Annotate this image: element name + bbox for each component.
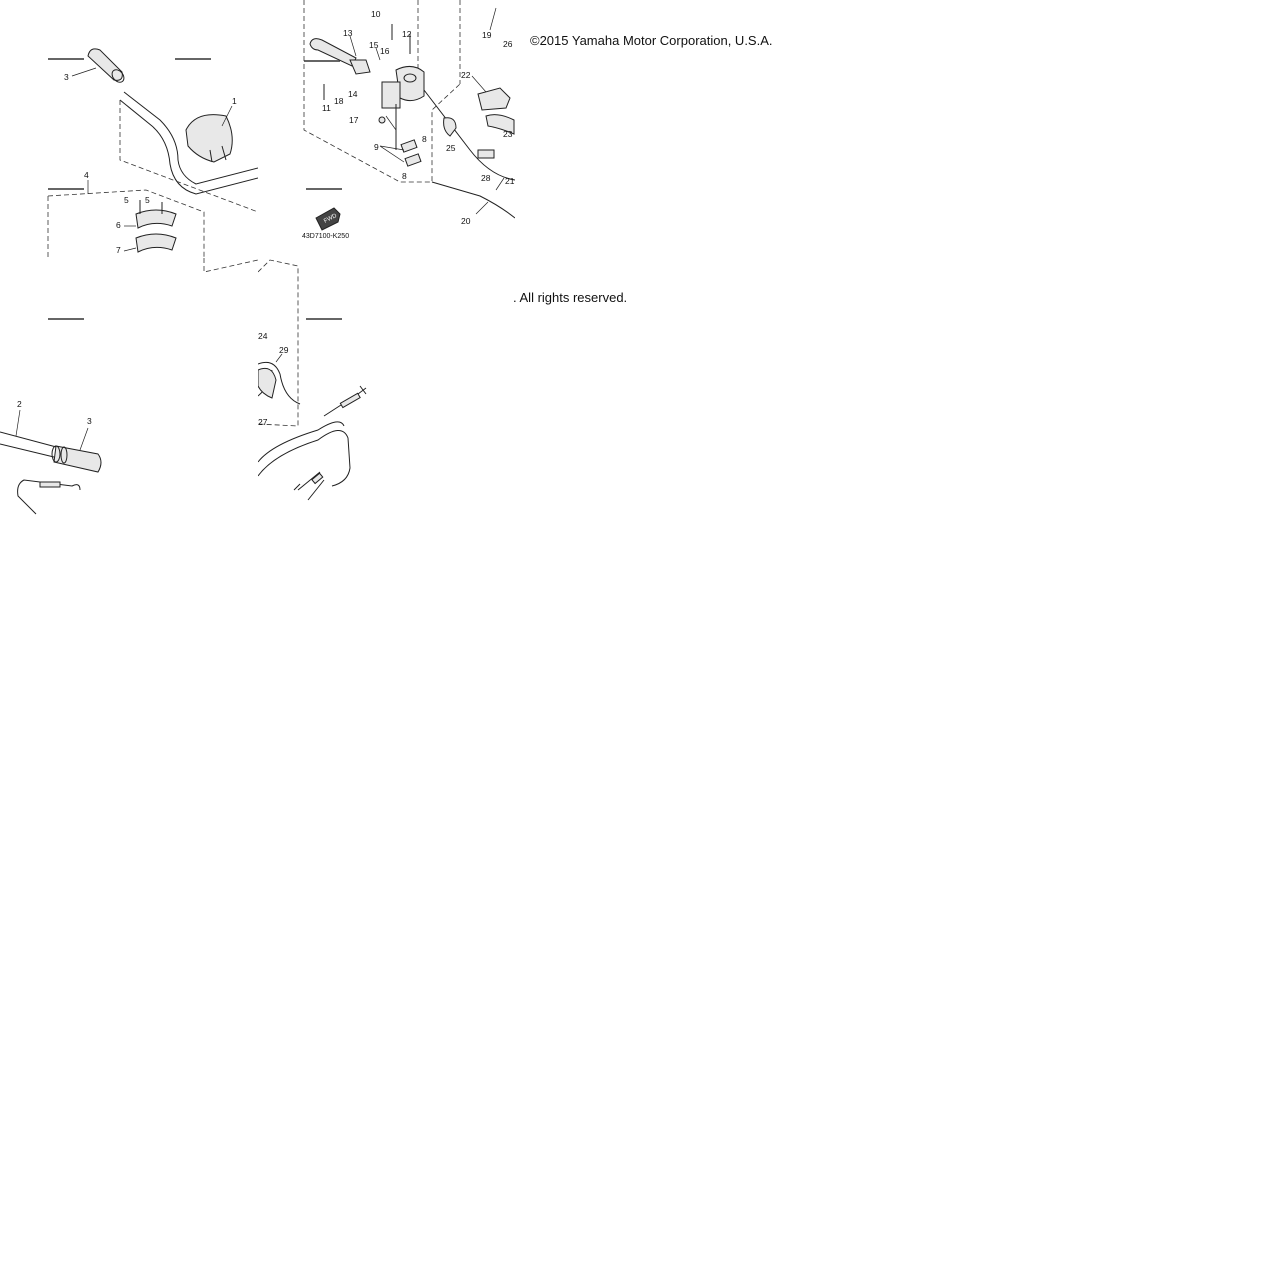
leader-line bbox=[385, 115, 397, 131]
watermark-mark bbox=[48, 318, 84, 320]
callout-8: 8 bbox=[422, 134, 427, 144]
diagram-tile-top-middle: FWD 43D7100-K250 10 12 13 15 16 14 18 11… bbox=[300, 0, 515, 258]
throttle-cable bbox=[17, 479, 81, 515]
callout-27: 27 bbox=[258, 417, 268, 427]
callout-11: 11 bbox=[322, 103, 331, 113]
leader-line bbox=[471, 75, 487, 93]
callout-25: 25 bbox=[446, 143, 456, 153]
callout-9: 9 bbox=[374, 142, 379, 152]
leader-line bbox=[475, 201, 489, 215]
diagram-tile-bottom-left: 2 3 bbox=[0, 258, 258, 516]
callout-18: 18 bbox=[334, 96, 344, 106]
bolt bbox=[323, 24, 422, 167]
leader-line bbox=[15, 409, 21, 437]
callout-7: 7 bbox=[116, 245, 121, 255]
callout-21: 21 bbox=[505, 176, 515, 186]
callout-5: 5 bbox=[124, 195, 129, 205]
handlebar-tube bbox=[119, 91, 258, 195]
callout-17: 17 bbox=[349, 115, 359, 125]
diagram-tile-top-left: 3 1 4 5 5 6 7 bbox=[0, 0, 258, 258]
assembly-boundary bbox=[203, 258, 258, 273]
forward-arrow: FWD bbox=[315, 207, 341, 231]
watermark-mark bbox=[48, 58, 84, 60]
handlebar-grip bbox=[51, 445, 102, 473]
leader-line bbox=[489, 7, 497, 31]
callout-19: 19 bbox=[482, 30, 492, 40]
lever-holder-right bbox=[443, 87, 515, 159]
callout-1: 1 bbox=[232, 96, 237, 106]
assembly-boundary bbox=[303, 0, 461, 183]
assembly-boundary bbox=[47, 189, 205, 258]
handlebar-pad bbox=[185, 114, 233, 163]
leader-line bbox=[275, 353, 283, 363]
control-cable bbox=[431, 181, 515, 219]
leader-line bbox=[79, 427, 89, 451]
callout-6: 6 bbox=[116, 220, 121, 230]
callout-20: 20 bbox=[461, 216, 471, 226]
callout-8: 8 bbox=[402, 171, 407, 181]
leader-line bbox=[375, 47, 381, 61]
leader-line bbox=[379, 145, 405, 163]
leader-line bbox=[123, 247, 137, 252]
control-cable bbox=[395, 89, 515, 181]
callout-24: 24 bbox=[258, 331, 268, 341]
brake-lever bbox=[309, 38, 371, 75]
callout-12: 12 bbox=[402, 29, 412, 39]
brake-lever-drawing: FWD 43D7100-K250 10 12 13 15 16 14 18 11… bbox=[302, 0, 515, 240]
leader-line bbox=[71, 67, 97, 77]
leader-line bbox=[495, 177, 505, 191]
callout-15: 15 bbox=[369, 40, 379, 50]
callout-28: 28 bbox=[481, 173, 491, 183]
callout-4: 4 bbox=[84, 170, 89, 180]
leader-line bbox=[349, 35, 357, 57]
watermark-mark bbox=[48, 188, 84, 190]
handlebar-grip bbox=[87, 48, 125, 83]
callout-10: 10 bbox=[371, 9, 381, 19]
callout-3: 3 bbox=[87, 416, 92, 426]
copyright-notice: ©2015 Yamaha Motor Corporation, U.S.A. bbox=[530, 33, 773, 48]
handlebar-left-drawing: 3 1 4 5 5 6 7 bbox=[47, 48, 258, 258]
leader-line bbox=[379, 145, 405, 151]
assembly-boundary bbox=[119, 100, 258, 213]
callout-16: 16 bbox=[380, 46, 390, 56]
assembly-boundary bbox=[258, 259, 299, 427]
handlebar-tube bbox=[0, 431, 61, 459]
callout-13: 13 bbox=[343, 28, 353, 38]
watermark-mark bbox=[304, 60, 340, 62]
callout-2: 2 bbox=[17, 399, 22, 409]
callout-26: 26 bbox=[503, 39, 513, 49]
callout-23: 23 bbox=[503, 129, 513, 139]
callout-5: 5 bbox=[145, 195, 150, 205]
control-cable bbox=[258, 361, 367, 501]
cable-routing-drawing: 24 29 27 bbox=[258, 259, 367, 501]
drawing-code: 43D7100-K250 bbox=[302, 233, 349, 240]
handlebar-right-drawing: 2 3 bbox=[0, 258, 258, 515]
handlebar-holder bbox=[135, 200, 177, 253]
callout-3: 3 bbox=[64, 72, 69, 82]
callout-22: 22 bbox=[461, 70, 471, 80]
callout-14: 14 bbox=[348, 89, 358, 99]
watermark-mark bbox=[306, 188, 342, 190]
master-cylinder bbox=[381, 66, 425, 109]
diagram-tile-bottom-middle: 24 29 27 bbox=[258, 258, 370, 516]
watermark-mark bbox=[175, 58, 211, 60]
rights-reserved-notice: . All rights reserved. bbox=[513, 290, 628, 305]
callout-29: 29 bbox=[279, 345, 289, 355]
leader-line bbox=[221, 105, 233, 127]
watermark-mark bbox=[306, 318, 342, 320]
